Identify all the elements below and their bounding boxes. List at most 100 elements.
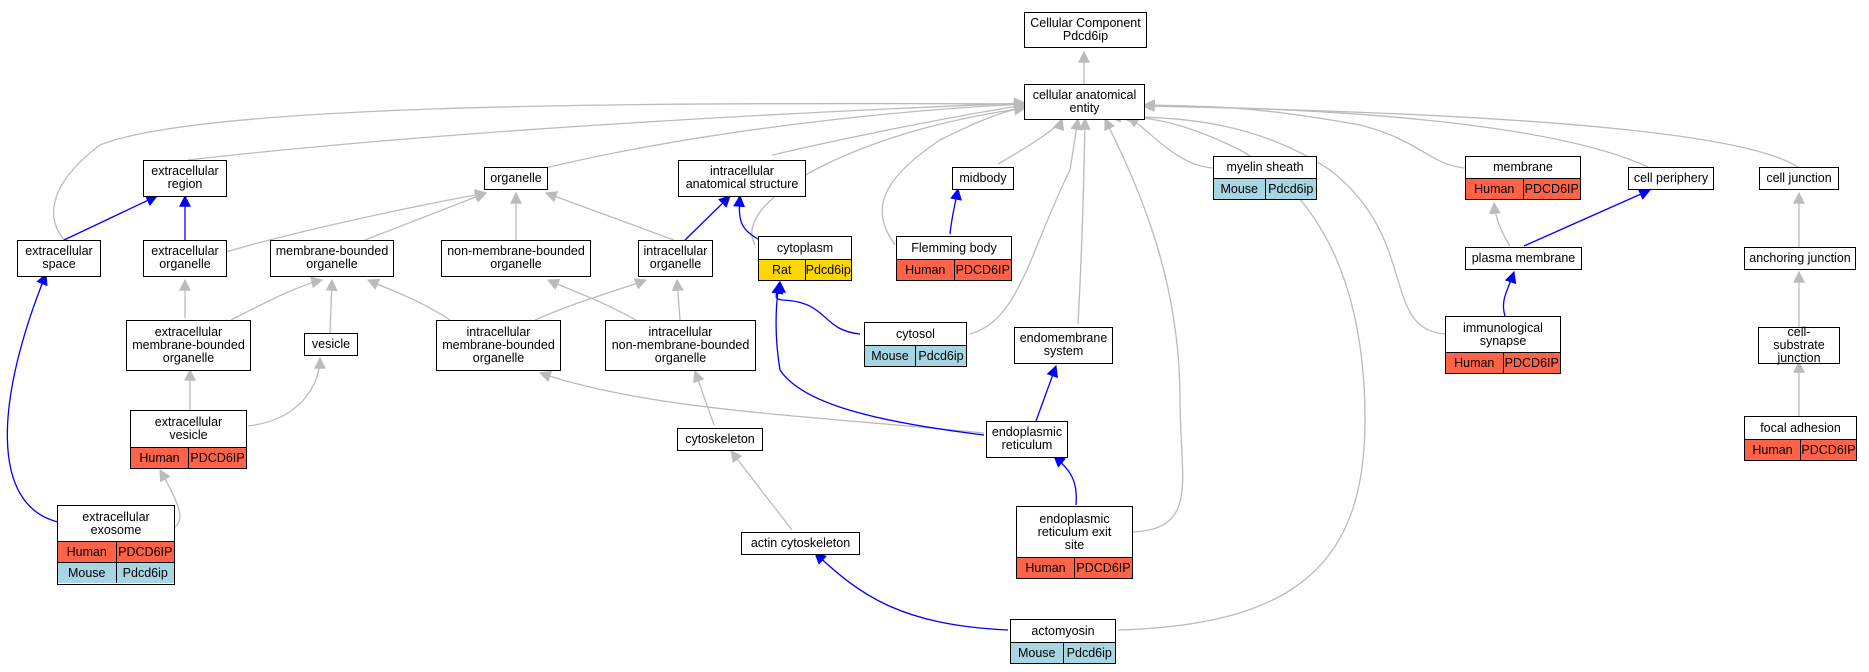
organism-tag: Mouse [1011,643,1063,663]
node-root[interactable]: Cellular Component Pdcd6ip [1024,12,1147,48]
node-label: Cellular Component Pdcd6ip [1030,15,1141,43]
node-intracellular-membrane-bounded-organelle[interactable]: intracellular membrane-bounded organelle [436,320,561,371]
edge-ias-cae [771,100,1027,156]
node-label: midbody [959,170,1007,185]
organism-tag: Mouse [865,346,915,366]
node-anchoring-junction[interactable]: anchoring junction [1744,247,1856,270]
node-label: Flemming body [911,240,997,255]
edge-erex-endo [1053,455,1077,506]
node-extracellular-organelle[interactable]: extracellular organelle [143,240,227,277]
edge-embo-mbo [230,276,324,321]
node-extracellular-region[interactable]: extracellular region [143,160,227,197]
node-extracellular-membrane-bounded-organelle[interactable]: extracellular membrane-bounded organelle [126,320,251,371]
edge-pm-cper [1523,188,1652,247]
node-label: vesicle [311,336,351,351]
edge-imbo-mbo [366,279,451,321]
node-midbody[interactable]: midbody [952,167,1014,190]
node-cellular-anatomical-entity[interactable]: cellular anatomical entity [1024,84,1145,120]
node-label: intracellular organelle [643,244,708,271]
edge-erex-cae [1104,117,1184,533]
node-cytosol[interactable]: cytosol Mouse Pdcd6ip [864,322,967,367]
edge-io-org [544,191,675,241]
edge-inmbo-nmbo [546,279,637,321]
node-label: cellular anatomical entity [1032,87,1137,115]
edge-mbo-org [364,191,488,241]
organism-tag: Rat [759,260,805,280]
node-label: extracellular region [151,164,219,191]
gene-tag: Pdcd6ip [804,260,851,280]
node-plasma-membrane[interactable]: plasma membrane [1465,247,1582,270]
node-extracellular-vesicle[interactable]: extracellular vesicle Human PDCD6IP [130,410,247,469]
node-label: cytoskeleton [685,431,755,446]
edge-ems-cae [1077,117,1091,325]
gene-tag: PDCD6IP [1502,353,1560,373]
edge-flem-mid [949,187,962,235]
node-cell-periphery[interactable]: cell periphery [1628,167,1714,190]
node-cytoskeleton[interactable]: cytoskeleton [677,428,763,451]
node-label: plasma membrane [1471,250,1576,265]
node-endoplasmic-reticulum-exit-site[interactable]: endoplasmic reticulum exit site Human PD… [1016,506,1133,579]
node-cytoplasm[interactable]: cytoplasm Rat Pdcd6ip [758,236,852,281]
node-label: extracellular space [25,244,93,271]
node-label: cell junction [1766,170,1832,185]
node-cell-substrate-junction[interactable]: cell-substrate junction [1758,324,1840,365]
organism-tag: Human [1017,558,1074,578]
node-label: extracellular membrane-bounded organelle [132,324,245,365]
node-label: actin cytoskeleton [750,535,851,550]
organism-tag: Human [58,542,116,562]
node-intracellular-non-membrane-bounded-organelle[interactable]: intracellular non-membrane-bounded organ… [605,320,756,371]
node-vesicle[interactable]: vesicle [304,333,358,356]
node-intracellular-organelle[interactable]: intracellular organelle [638,240,713,277]
node-actin-cytoskeleton[interactable]: actin cytoskeleton [741,532,860,555]
node-label: organelle [490,170,542,185]
node-immunological-synapse[interactable]: immunological synapse Human PDCD6IP [1445,316,1561,374]
gene-tag: Pdcd6ip [915,346,966,366]
node-endoplasmic-reticulum[interactable]: endoplasmic reticulum [986,421,1068,458]
edge-imm-cae [1108,110,1447,335]
node-flemming-body[interactable]: Flemming body Human PDCD6IP [896,236,1012,281]
gene-tag: PDCD6IP [1522,179,1580,199]
tag-row: Human PDCD6IP [1745,439,1856,460]
node-extracellular-exosome[interactable]: extracellular exosome Human PDCD6IP Mous… [57,505,175,585]
edge-eo-org [225,189,488,253]
tag-row: Human PDCD6IP [131,447,246,468]
gene-tag: PDCD6IP [1074,558,1132,578]
tag-row: Human PDCD6IP [1466,178,1580,199]
node-actomyosin[interactable]: actomyosin Mouse Pdcd6ip [1010,619,1116,664]
node-label: focal adhesion [1760,420,1841,435]
node-membrane-bounded-organelle[interactable]: membrane-bounded organelle [270,240,394,277]
edge-ves-mbo [325,278,338,334]
node-label: anchoring junction [1749,250,1851,265]
node-non-membrane-bounded-organelle[interactable]: non-membrane-bounded organelle [441,240,591,277]
node-label: cytosol [896,326,935,341]
node-label: actomyosin [1031,623,1095,638]
node-focal-adhesion[interactable]: focal adhesion Human PDCD6IP [1744,416,1857,461]
node-intracellular-anatomical-structure[interactable]: intracellular anatomical structure [678,160,806,197]
node-label: endoplasmic reticulum exit site [1037,511,1112,552]
edge-mid-cae [997,117,1065,165]
node-label: extracellular vesicle [154,415,223,442]
node-cell-junction[interactable]: cell junction [1759,167,1839,190]
node-organelle[interactable]: organelle [484,167,548,190]
node-membrane[interactable]: membrane Human PDCD6IP [1465,156,1581,200]
node-label: immunological synapse [1463,320,1543,348]
edge-mye-cae [1126,116,1214,169]
gene-tag: Pdcd6ip [1264,179,1316,199]
edge-imm-pm [1502,270,1517,317]
edge-imbo-io [534,278,648,321]
tag-row: Rat Pdcd6ip [759,259,851,280]
tag-row: Human PDCD6IP [897,259,1011,280]
organism-tag: Human [1446,353,1503,373]
node-label: cell periphery [1633,170,1709,185]
node-myelin-sheath[interactable]: myelin sheath Mouse Pdcd6ip [1213,156,1317,200]
node-label: non-membrane-bounded organelle [447,244,585,271]
edge-cj-cae [1142,100,1800,169]
organism-tag: Human [1466,179,1523,199]
gene-tag: PDCD6IP [115,542,174,562]
node-label: cell-substrate junction [1773,324,1825,365]
node-extracellular-space[interactable]: extracellular space [17,240,101,277]
node-endomembrane-system[interactable]: endomembrane system [1014,327,1113,364]
edge-cysk-inmbo [692,369,715,426]
edge-exo-es [6,272,59,523]
